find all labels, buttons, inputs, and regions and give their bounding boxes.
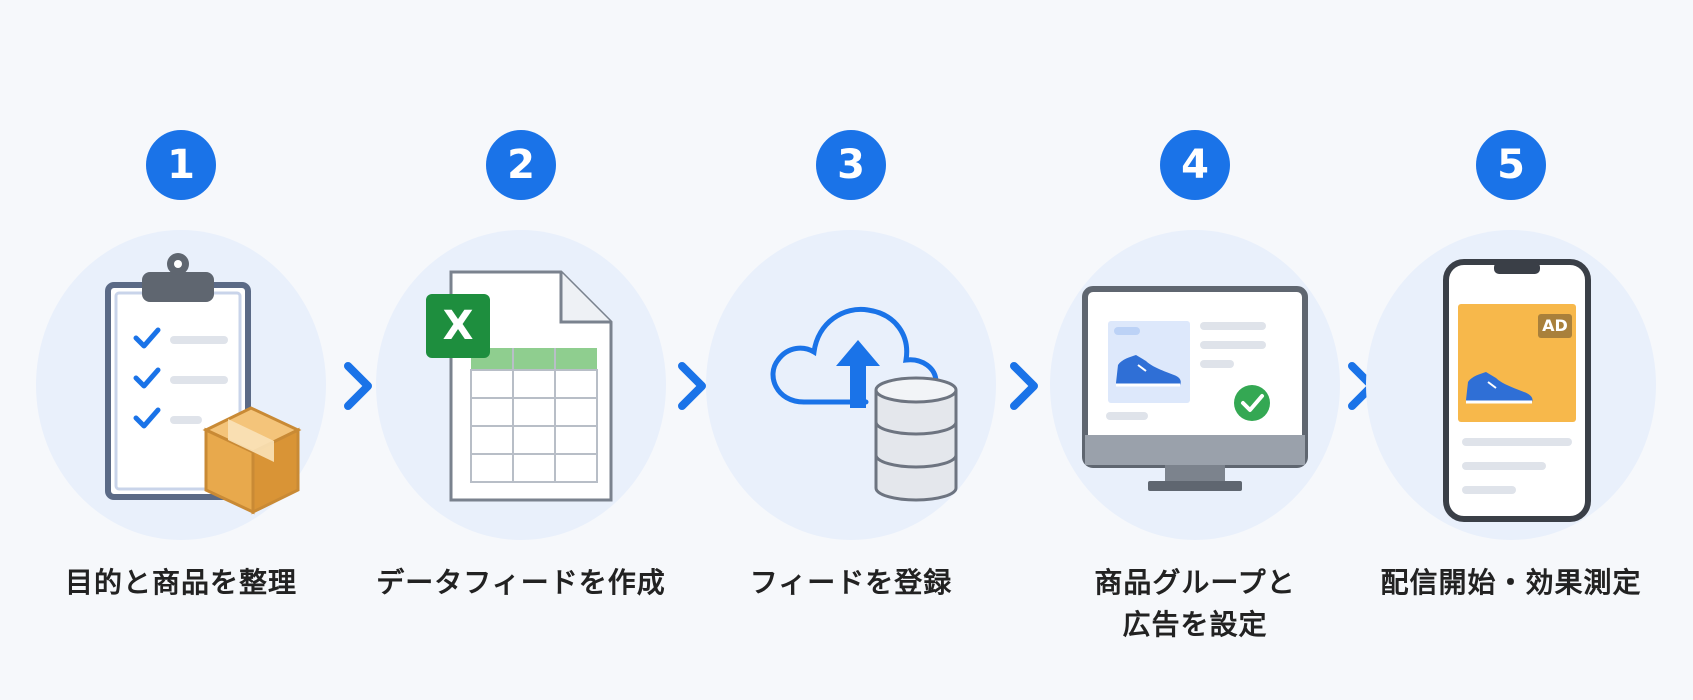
excel-logo-letter: X xyxy=(442,303,474,349)
step-label: 目的と商品を整理 xyxy=(16,562,346,604)
chevron-right-icon xyxy=(1010,362,1038,410)
step-number-badge: 3 xyxy=(816,130,886,200)
step-5: 5 AD 配信開始・効果測定 xyxy=(1346,0,1676,700)
step-4: 4 商品グループと 広告を設定 xyxy=(1030,0,1360,700)
step-label-line: フィードを登録 xyxy=(749,566,953,599)
chevron-right-icon xyxy=(678,362,706,410)
excel-spreadsheet-icon xyxy=(426,270,613,502)
step-label-line: 広告を設定 xyxy=(1122,608,1268,641)
step-label: 配信開始・効果測定 xyxy=(1346,562,1676,604)
step-label-line: データフィードを作成 xyxy=(376,566,666,599)
clipboard-checklist-box-icon xyxy=(105,253,302,515)
step-1: 1 目的と商品を整理 xyxy=(16,0,346,700)
step-label-line: 商品グループと xyxy=(1094,566,1296,599)
step-label-line: 配信開始・効果測定 xyxy=(1380,566,1642,599)
ad-badge: AD xyxy=(1542,316,1568,335)
step-label: 商品グループと 広告を設定 xyxy=(1030,562,1360,646)
monitor-product-check-icon xyxy=(1082,286,1308,491)
cloud-upload-database-icon xyxy=(770,306,958,502)
chevron-right-icon xyxy=(344,362,372,410)
step-number-badge: 1 xyxy=(146,130,216,200)
step-number-badge: 2 xyxy=(486,130,556,200)
smartphone-ad-icon xyxy=(1443,259,1591,522)
step-label: フィードを登録 xyxy=(686,562,1016,604)
step-number-badge: 5 xyxy=(1476,130,1546,200)
step-number-badge: 4 xyxy=(1160,130,1230,200)
step-3: 3 フィードを登録 xyxy=(686,0,1016,700)
step-label: データフィードを作成 xyxy=(356,562,686,604)
step-label-line: 目的と商品を整理 xyxy=(64,566,297,599)
step-2: 2 X データフィードを作成 xyxy=(356,0,686,700)
